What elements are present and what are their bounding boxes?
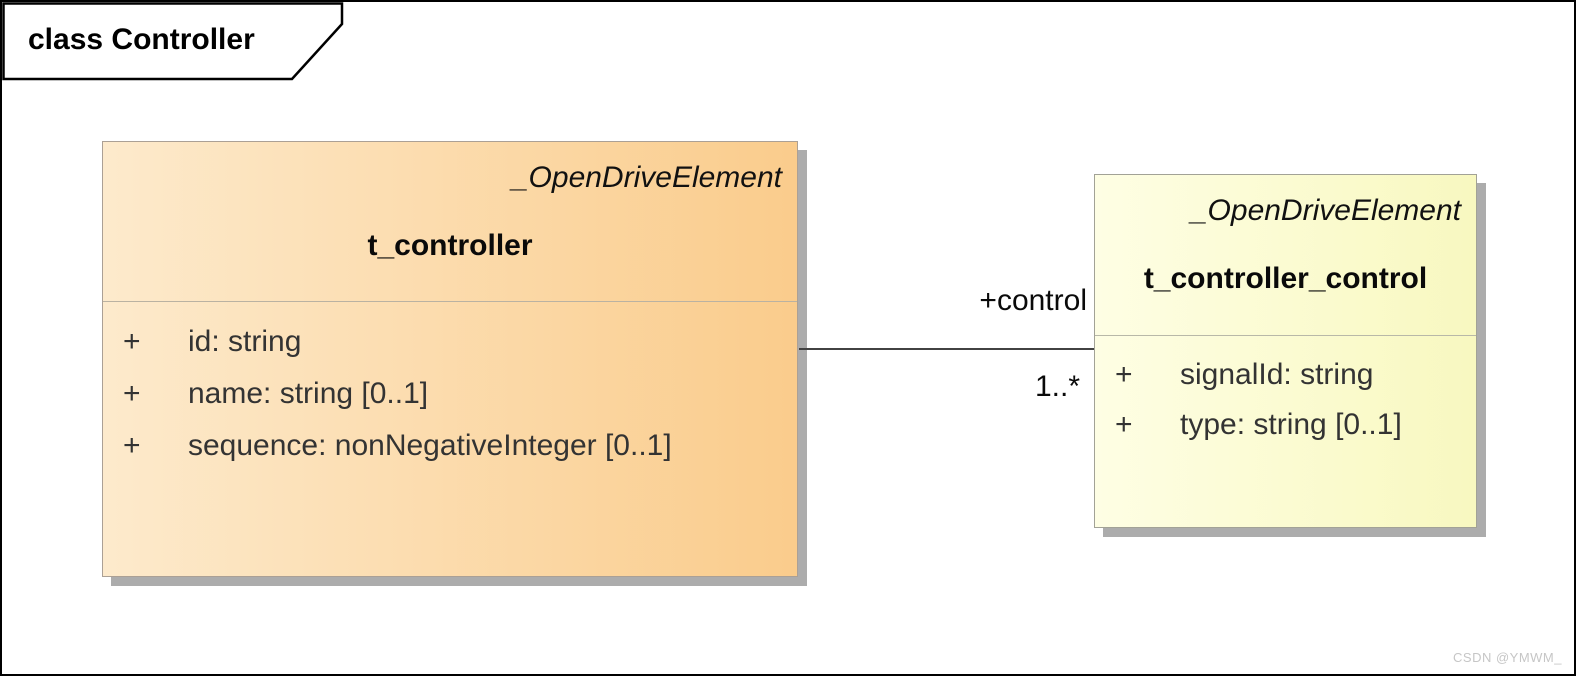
- class-box-t-controller[interactable]: _OpenDriveElement t_controller + id: stri…: [102, 141, 798, 577]
- attribute-text: id: string: [188, 325, 302, 358]
- attribute-row: + signalId: string: [1095, 350, 1476, 400]
- attribute-row: + sequence: nonNegativeInteger [0..1]: [103, 420, 797, 472]
- visibility-marker: +: [123, 377, 141, 410]
- attribute-text: sequence: nonNegativeInteger [0..1]: [188, 429, 672, 462]
- attribute-row: + id: string: [103, 316, 797, 368]
- visibility-marker: +: [1115, 408, 1133, 441]
- class-box-t-controller-control[interactable]: _OpenDriveElement t_controller_control +…: [1094, 174, 1477, 528]
- class-stereotype: _OpenDriveElement: [1190, 194, 1461, 227]
- association-line[interactable]: [799, 348, 1094, 350]
- attribute-text: name: string [0..1]: [188, 377, 429, 410]
- class-stereotype: _OpenDriveElement: [511, 161, 782, 194]
- association-multiplicity-label: 1..*: [1034, 370, 1080, 403]
- attributes-compartment: + id: string + name: string [0..1] + sequen…: [103, 302, 797, 472]
- watermark: CSDN @YMWM_: [1453, 650, 1562, 665]
- class-header: _OpenDriveElement t_controller_control: [1095, 175, 1476, 336]
- attributes-compartment: + signalId: string + type: string [0..1]: [1095, 336, 1476, 450]
- class-name: t_controller: [367, 229, 533, 262]
- class-header: _OpenDriveElement t_controller: [103, 142, 797, 302]
- frame-title: class Controller: [28, 23, 255, 56]
- attribute-row: + type: string [0..1]: [1095, 400, 1476, 450]
- class-name: t_controller_control: [1143, 262, 1428, 295]
- visibility-marker: +: [1115, 358, 1133, 391]
- attribute-row: + name: string [0..1]: [103, 368, 797, 420]
- association-role-label: +control: [979, 284, 1087, 317]
- visibility-marker: +: [123, 325, 141, 358]
- visibility-marker: +: [123, 429, 141, 462]
- frame-tab-shape: [2, 2, 344, 81]
- attribute-text: signalId: string: [1180, 358, 1374, 391]
- attribute-text: type: string [0..1]: [1180, 408, 1402, 441]
